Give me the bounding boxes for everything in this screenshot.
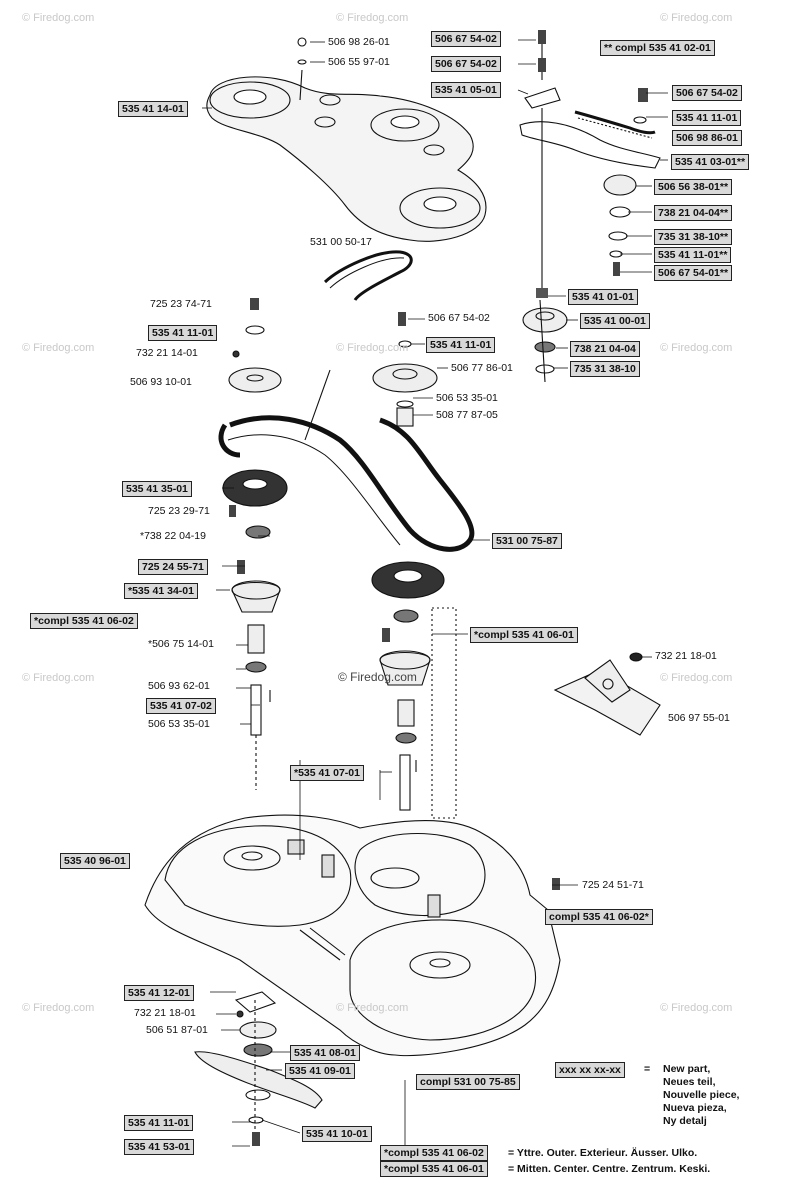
part-label: 506 55 97-01	[328, 56, 390, 68]
part-label: *506 75 14-01	[148, 638, 214, 650]
part-box: 535 41 08-01	[290, 1045, 360, 1061]
part-label: 732 21 18-01	[655, 650, 717, 662]
part-box: 535 41 05-01	[431, 82, 501, 98]
pulley-cover-drawing	[206, 37, 487, 242]
part-box: 535 41 07-02	[146, 698, 216, 714]
legend-sample-box: xxx xx xx-xx	[555, 1062, 625, 1078]
center-watermark: © Firedog.com	[338, 670, 417, 684]
part-box: 535 41 01-01	[568, 289, 638, 305]
part-label: 506 53 35-01	[148, 718, 210, 730]
part-box: 735 31 38-10**	[654, 229, 733, 245]
part-label: 725 23 74-71	[150, 298, 212, 310]
tension-arm-drawing	[519, 30, 661, 374]
part-box: 535 41 35-01	[122, 481, 192, 497]
legend-new-part: Neues teil,	[663, 1076, 716, 1088]
part-box: 506 67 54-01**	[654, 265, 733, 281]
part-box: 535 41 14-01	[118, 101, 188, 117]
bracket-drawing	[553, 652, 661, 736]
part-box: 506 98 86-01	[672, 130, 742, 146]
part-box: 738 21 04-04**	[654, 205, 733, 221]
part-label: 506 53 35-01	[436, 392, 498, 404]
part-box: compl 531 00 75-85	[416, 1074, 520, 1090]
part-box: ** compl 535 41 02-01	[600, 40, 715, 56]
blade-drawing	[194, 991, 323, 1146]
mower-deck-drawing	[144, 814, 561, 1057]
watermark: © Firedog.com	[22, 1002, 95, 1014]
part-box: *compl 535 41 06-01	[470, 627, 578, 643]
watermark: © Firedog.com	[660, 12, 733, 24]
right-spindle-drawing	[371, 561, 457, 819]
watermark: © Firedog.com	[660, 342, 733, 354]
part-box: 535 41 12-01	[124, 985, 194, 1001]
part-label: 506 93 10-01	[130, 376, 192, 388]
left-spindle-drawing	[222, 298, 288, 790]
part-box: 535 41 53-01	[124, 1139, 194, 1155]
part-box: *535 41 34-01	[124, 583, 198, 599]
watermark: © Firedog.com	[22, 672, 95, 684]
part-box: 535 41 11-01	[426, 337, 496, 353]
legend-new-part: Nouvelle piece,	[663, 1089, 740, 1101]
part-box: 535 41 11-01	[148, 325, 218, 341]
legend-new-part: Ny detalj	[663, 1115, 707, 1127]
part-box: *compl 535 41 06-02	[30, 613, 138, 629]
part-box: 738 21 04-04	[570, 341, 640, 357]
part-box: compl 535 41 06-02*	[545, 909, 653, 925]
part-box: 535 41 10-01	[302, 1126, 372, 1142]
legend-center-code: *compl 535 41 06-01	[380, 1161, 488, 1177]
legend-outer-code: *compl 535 41 06-02	[380, 1145, 488, 1161]
part-box: 535 40 96-01	[60, 853, 130, 869]
part-box: 506 56 38-01**	[654, 179, 733, 195]
part-label: 506 51 87-01	[146, 1024, 208, 1036]
part-label: 531 00 50-17	[310, 236, 372, 248]
part-label: 725 23 29-71	[148, 505, 210, 517]
part-box: 735 31 38-10	[570, 361, 640, 377]
watermark: © Firedog.com	[336, 12, 409, 24]
watermark: © Firedog.com	[660, 672, 733, 684]
part-label: 506 93 62-01	[148, 680, 210, 692]
part-label: 506 77 86-01	[451, 362, 513, 374]
part-box: 535 41 09-01	[285, 1063, 355, 1079]
part-label: 506 98 26-01	[328, 36, 390, 48]
part-box: 725 24 55-71	[138, 559, 208, 575]
legend-equals: =	[644, 1063, 651, 1075]
part-label: 508 77 87-05	[436, 409, 498, 421]
part-label: *738 22 04-19	[140, 530, 206, 542]
legend-new-part: New part,	[663, 1063, 711, 1075]
legend-outer-text: = Yttre. Outer. Exterieur. Äusser. Ulko.	[508, 1147, 698, 1159]
part-label: 732 21 14-01	[136, 347, 198, 359]
part-box: 506 67 54-02	[672, 85, 742, 101]
part-box: 506 67 54-02	[431, 31, 501, 47]
part-label: 732 21 18-01	[134, 1007, 196, 1019]
watermark: © Firedog.com	[22, 342, 95, 354]
part-box: 531 00 75-87	[492, 533, 562, 549]
watermark: © Firedog.com	[336, 1002, 409, 1014]
part-label: 506 67 54-02	[428, 312, 490, 324]
watermark: © Firedog.com	[22, 12, 95, 24]
idler-pulley-drawing	[304, 299, 546, 441]
part-label: 725 24 51-71	[582, 879, 644, 891]
part-box: *535 41 07-01	[290, 765, 364, 781]
part-box: 535 41 11-01**	[654, 247, 732, 263]
leader-lines	[202, 39, 668, 1170]
watermark: © Firedog.com	[336, 342, 409, 354]
part-box: 535 41 03-01**	[671, 154, 750, 170]
part-box: 506 67 54-02	[431, 56, 501, 72]
watermark: © Firedog.com	[660, 1002, 733, 1014]
part-label: 506 97 55-01	[668, 712, 730, 724]
part-box: 535 41 11-01	[672, 110, 742, 126]
part-box: 535 41 11-01	[124, 1115, 194, 1131]
drive-belt-drawing	[218, 415, 475, 552]
legend-new-part: Nueva pieza,	[663, 1102, 727, 1114]
legend-center-text: = Mitten. Center. Centre. Zentrum. Keski…	[508, 1163, 711, 1175]
part-box: 535 41 00-01	[580, 313, 650, 329]
